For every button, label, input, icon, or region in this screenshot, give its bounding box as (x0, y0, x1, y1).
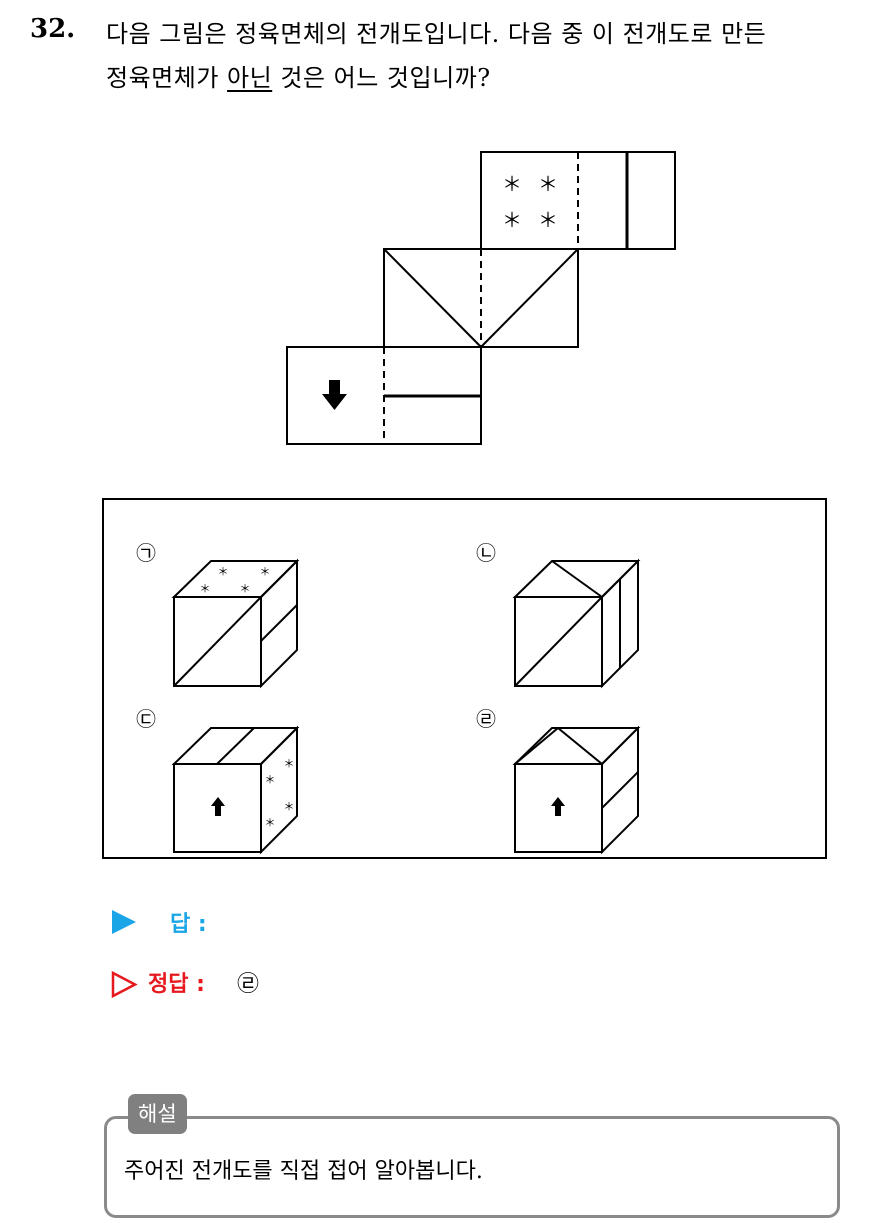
cube-c (171, 725, 300, 855)
cube-a (171, 558, 300, 689)
answer-label: 답 : (170, 912, 207, 937)
star-icon: ＊ (538, 172, 558, 196)
question-text-line1: 다음 그림은 정육면체의 전개도입니다. 다음 중 이 전개도로 만든 (106, 20, 767, 48)
explanation-tag: 해설 (128, 1094, 187, 1134)
net-diagonal (383, 248, 482, 348)
star-icon: ＊ (265, 816, 276, 829)
up-arrow-icon (551, 797, 565, 816)
answer-triangle-icon (112, 910, 136, 934)
star-icon: ＊ (502, 172, 522, 196)
explanation-box (104, 1116, 840, 1218)
question-number: 32. (30, 14, 76, 44)
cube-d (512, 725, 641, 855)
star-icon: ＊ (265, 773, 276, 786)
question-text-part: 것은 어느 것입니까? (272, 64, 491, 92)
choices-box (102, 498, 827, 859)
star-icon: ＊ (200, 582, 211, 595)
cube-net (286, 151, 676, 445)
star-icon: ＊ (502, 208, 522, 232)
star-icon: ＊ (240, 582, 251, 595)
correct-answer-value: ㉣ (237, 972, 260, 997)
underlined-word: 아닌 (227, 64, 273, 92)
net-stars: ＊ ＊ ＊ ＊ (502, 172, 558, 232)
choice-label-c: ㉢ (136, 707, 156, 731)
star-icon: ＊ (284, 757, 295, 770)
question-text-part: 정육면체가 (106, 64, 228, 92)
question-text-line2: 정육면체가 아닌 것은 어느 것입니까? (106, 58, 491, 93)
choice-label-d: ㉣ (476, 707, 496, 731)
cube-a-stars: ＊ ＊ ＊ ＊ (200, 565, 271, 595)
choice-label-b: ㉡ (476, 541, 496, 565)
choice-label-a: ㉠ (136, 541, 156, 565)
down-arrow-icon (322, 380, 347, 410)
cube-c-stars: ＊ ＊ ＊ ＊ (265, 757, 295, 829)
explanation-text: 주어진 전개도를 직접 접어 알아봅니다. (124, 1159, 483, 1184)
up-arrow-icon (211, 797, 225, 816)
star-icon: ＊ (260, 565, 271, 578)
net-diagonal (480, 248, 579, 348)
star-icon: ＊ (218, 565, 229, 578)
star-icon: ＊ (284, 800, 295, 813)
correct-triangle-icon (111, 970, 138, 999)
cube-b (512, 558, 641, 689)
correct-answer-label: 정답 : (148, 972, 205, 997)
star-icon: ＊ (538, 208, 558, 232)
